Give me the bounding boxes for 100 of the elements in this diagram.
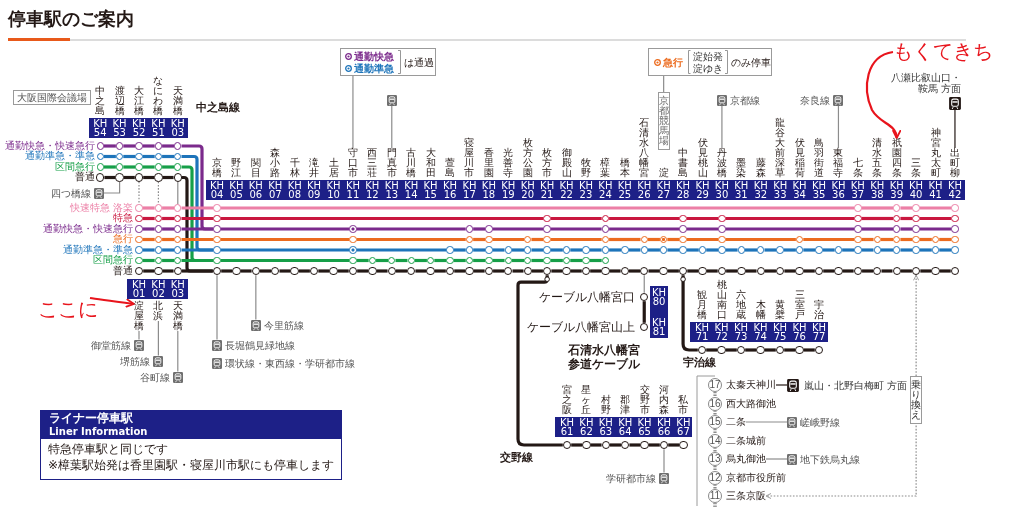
stop-dot bbox=[736, 345, 746, 355]
stop-dot bbox=[698, 266, 707, 276]
station-name: 伏見稲荷 bbox=[794, 138, 805, 178]
route-line bbox=[550, 258, 563, 263]
route-line bbox=[713, 410, 717, 415]
route-line bbox=[220, 248, 350, 252]
marked-stop-dot bbox=[349, 246, 357, 254]
route-line bbox=[628, 248, 641, 252]
stop-dot bbox=[542, 266, 552, 276]
stop-dot bbox=[485, 246, 493, 254]
route-line bbox=[939, 248, 952, 252]
stop-dot bbox=[426, 266, 435, 276]
stop-dot bbox=[951, 214, 959, 223]
station-number: KH03 bbox=[169, 279, 187, 299]
stop-dot bbox=[213, 204, 221, 212]
route-line bbox=[667, 237, 680, 242]
stop-dot bbox=[873, 246, 881, 254]
leader-line bbox=[775, 384, 788, 386]
stop-dot bbox=[834, 266, 843, 276]
route-line bbox=[162, 154, 175, 159]
stop-dot bbox=[524, 256, 532, 265]
dotted-line bbox=[138, 181, 140, 205]
route-line bbox=[861, 227, 893, 231]
stop-dot bbox=[718, 214, 726, 223]
route-line bbox=[764, 348, 776, 352]
stop-dot bbox=[135, 142, 143, 150]
route-line bbox=[550, 216, 602, 221]
route-line bbox=[356, 248, 447, 252]
station-name: 河内森 bbox=[659, 385, 669, 415]
line-label: 交野線 bbox=[500, 452, 533, 464]
stop-dot bbox=[562, 246, 571, 254]
stop-dot bbox=[174, 246, 182, 254]
station-name: 御殿山 bbox=[561, 148, 572, 178]
stop-dot bbox=[465, 235, 474, 244]
route-line bbox=[629, 443, 641, 447]
stop-dot bbox=[737, 246, 745, 254]
handwritten-note: ここに bbox=[38, 298, 98, 320]
route-line bbox=[589, 258, 602, 263]
title: 停車駅のご案内 bbox=[8, 7, 134, 31]
station-number: KH08 bbox=[286, 180, 304, 200]
station-name: 千林 bbox=[289, 158, 300, 178]
station-circle: 17 bbox=[708, 378, 722, 392]
route-line bbox=[337, 269, 349, 273]
stop-dot bbox=[174, 256, 182, 265]
service-label: 普通 bbox=[75, 172, 95, 183]
stop-dot bbox=[465, 246, 474, 254]
stop-dot bbox=[659, 440, 669, 450]
station-name: 光善寺 bbox=[503, 148, 514, 178]
station-number: KH42 bbox=[946, 180, 964, 200]
station-name: 出町柳 bbox=[949, 148, 960, 178]
stop-dot bbox=[523, 266, 532, 276]
line-name: 長堀鶴見緑地線 bbox=[225, 339, 295, 351]
station-number: KH11 bbox=[344, 180, 362, 200]
stop-dot bbox=[135, 246, 143, 254]
station-name: 大江橋 bbox=[134, 86, 144, 116]
stop-dot bbox=[232, 266, 241, 276]
station-name: 寝屋川市 bbox=[464, 138, 475, 178]
route-line bbox=[861, 206, 893, 210]
note-text: 淀ゆき bbox=[693, 62, 723, 74]
note-box bbox=[648, 48, 772, 76]
route-line bbox=[900, 248, 913, 252]
route-line bbox=[181, 237, 214, 242]
stop-dot bbox=[388, 256, 396, 265]
stop-dot bbox=[679, 225, 687, 233]
route-line bbox=[531, 258, 544, 263]
stop-dot bbox=[154, 235, 163, 244]
stop-dot bbox=[524, 235, 532, 244]
route-line bbox=[493, 269, 505, 273]
route-line bbox=[473, 237, 486, 242]
line-label: 石清水八幡宮参道ケーブル bbox=[567, 343, 641, 372]
station-name: 神宮丸太町 bbox=[930, 128, 941, 178]
stop-dot bbox=[445, 266, 455, 276]
route-line bbox=[142, 237, 155, 242]
stop-dot bbox=[601, 225, 610, 233]
stop-dot bbox=[795, 235, 804, 244]
route-line bbox=[181, 227, 214, 231]
line-name: 御堂筋線 bbox=[91, 339, 131, 351]
stop-dot bbox=[154, 266, 163, 276]
stop-dot bbox=[582, 440, 591, 450]
station-circle: 14 bbox=[708, 433, 722, 448]
route-line bbox=[103, 165, 116, 169]
station-name: 牧野 bbox=[580, 158, 591, 178]
route-line bbox=[531, 237, 544, 242]
line-label: 宇治線 bbox=[683, 357, 716, 369]
stop-dot bbox=[718, 246, 726, 254]
route-line bbox=[260, 269, 272, 273]
stop-dot bbox=[309, 266, 319, 276]
station-name: 大和田 bbox=[425, 148, 436, 178]
route-line bbox=[181, 258, 214, 263]
station-name: 枚方公園 bbox=[522, 138, 533, 178]
leader-line bbox=[157, 320, 159, 357]
route-line bbox=[123, 154, 136, 159]
route-line bbox=[142, 216, 155, 221]
station-name: 龍谷大前深草 bbox=[775, 118, 786, 178]
stop-dot bbox=[582, 256, 590, 265]
station-name: 中書島 bbox=[678, 148, 689, 178]
service-label: 特急 bbox=[113, 213, 133, 224]
stop-dot bbox=[154, 225, 163, 233]
leader-line bbox=[391, 104, 393, 149]
stop-dot bbox=[853, 266, 863, 276]
